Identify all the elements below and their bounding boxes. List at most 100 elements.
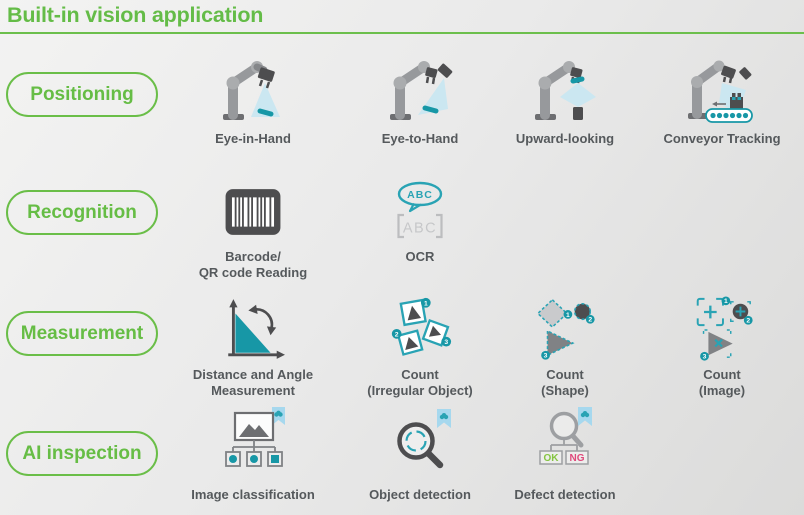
badge-number: 2	[746, 318, 750, 325]
shape-triangle	[546, 329, 575, 357]
item-label: Image classification	[191, 487, 315, 502]
title-underline	[0, 32, 804, 34]
camera-cone	[560, 83, 596, 107]
upward-camera	[573, 107, 583, 120]
magnifier-handle	[425, 450, 444, 469]
item-conveyor-tracking: Conveyor Tracking	[647, 56, 797, 147]
y-axis-arrow	[229, 299, 238, 308]
tree-lines	[232, 440, 276, 452]
arc-arrow-top	[248, 304, 258, 315]
item-label: Upward-looking	[515, 131, 615, 146]
wrist-camera	[257, 67, 275, 82]
item-object-detection: Object detection	[345, 406, 495, 503]
detected-region	[405, 430, 427, 452]
fixed-camera	[739, 67, 752, 80]
item-label: Eye-to-Hand	[381, 131, 459, 146]
ai-ribbon	[578, 407, 592, 426]
category-label-ai-inspection: AI inspection	[22, 442, 142, 464]
gripper-fingers	[258, 79, 271, 89]
robot-gripper	[570, 67, 583, 79]
item-label: OCR	[405, 249, 435, 264]
workpiece	[422, 105, 439, 114]
class-node	[267, 451, 283, 467]
item-label: Object detection	[369, 487, 471, 502]
count-badge-1: 1	[420, 297, 431, 308]
ok-label: OK	[544, 453, 560, 464]
count-badge-2: 2	[585, 314, 595, 324]
item-label: Conveyor Tracking	[663, 131, 781, 146]
conveyor-tracking-icon	[686, 56, 758, 128]
triangle-cross	[714, 338, 723, 348]
gripper-fingers	[425, 76, 436, 85]
robot-joint	[713, 60, 725, 72]
robot-joint	[393, 76, 407, 90]
package-box	[730, 97, 743, 109]
counted-object	[396, 329, 424, 356]
eye-to-hand-icon	[384, 56, 456, 128]
arc-arrow-bottom	[266, 326, 277, 336]
item-count-shape: 1 2 3 Count (Shape)	[490, 294, 640, 398]
shape-circle	[573, 302, 592, 321]
fixed-camera	[437, 63, 453, 78]
item-image-classification: Image classification	[178, 406, 328, 503]
upward-looking-icon	[529, 56, 601, 128]
ai-ribbon	[272, 407, 285, 425]
item-label: Count (Irregular Object)	[367, 367, 473, 398]
package-mark	[737, 97, 741, 100]
badge-number: 3	[444, 339, 448, 346]
barcode-qr-icon	[221, 178, 285, 246]
count-badge-1: 1	[563, 310, 573, 319]
badge-number: 1	[424, 300, 428, 307]
item-barcode-qr: Barcode/ QR code Reading	[178, 178, 328, 280]
object-detection-icon	[385, 406, 455, 484]
image-classification-icon	[218, 406, 288, 484]
conveyor-belt	[705, 108, 753, 123]
ng-result-box: NG	[565, 450, 589, 465]
motion-arrow-head	[712, 101, 717, 107]
wrist-camera	[721, 65, 736, 79]
class-node	[246, 451, 262, 467]
speech-bubble-tail	[408, 202, 422, 213]
workpiece	[570, 76, 585, 84]
ai-brain-icon	[439, 413, 449, 420]
item-defect-detection: OK NG Defect detection	[490, 406, 640, 503]
item-label: Count (Image)	[698, 367, 746, 398]
badge-number: 1	[566, 312, 570, 319]
ai-brain-icon	[274, 410, 283, 417]
badge-number: 1	[724, 298, 728, 305]
shape-diamond	[536, 298, 569, 329]
ocr-bubble-text: ABC	[407, 189, 433, 201]
package-clip	[737, 93, 741, 98]
robot-joint	[538, 76, 552, 90]
badge-number: 2	[588, 317, 592, 324]
item-count-image: 1 2 3 Count (Image)	[647, 294, 797, 398]
count-shape-icon: 1 2 3	[531, 294, 599, 364]
target-cross	[704, 305, 717, 319]
page-title: Built-in vision application	[7, 3, 264, 27]
item-label: Eye-in-Hand	[215, 131, 291, 146]
item-eye-in-hand: Eye-in-Hand	[178, 56, 328, 147]
item-label: Barcode/ QR code Reading	[198, 249, 308, 280]
category-label-measurement: Measurement	[20, 322, 144, 344]
item-label: Distance and Angle Measurement	[192, 367, 314, 398]
robot-joint	[226, 76, 240, 90]
conveyor-rollers	[710, 112, 749, 119]
badge-number: 2	[395, 331, 399, 338]
badge-number: 3	[544, 353, 548, 360]
package-clip	[732, 93, 736, 98]
ocr-frame-brackets	[397, 213, 443, 239]
robot-joint	[691, 76, 703, 88]
category-pill-measurement: Measurement	[6, 311, 158, 356]
x-axis-arrow	[276, 350, 285, 359]
defect-detection-icon: OK NG	[530, 406, 600, 484]
category-label-positioning: Positioning	[30, 83, 134, 105]
angle-arc	[254, 308, 274, 329]
counted-object	[421, 318, 450, 347]
count-image-icon: 1 2 3	[688, 294, 756, 364]
item-ocr: ABC ABC OCR	[345, 178, 495, 265]
item-label: Count (Shape)	[541, 367, 589, 398]
ai-ribbon	[437, 409, 451, 428]
magnifier-handle	[570, 433, 584, 448]
tree-lines	[550, 439, 578, 451]
eye-in-hand-icon	[217, 56, 289, 128]
